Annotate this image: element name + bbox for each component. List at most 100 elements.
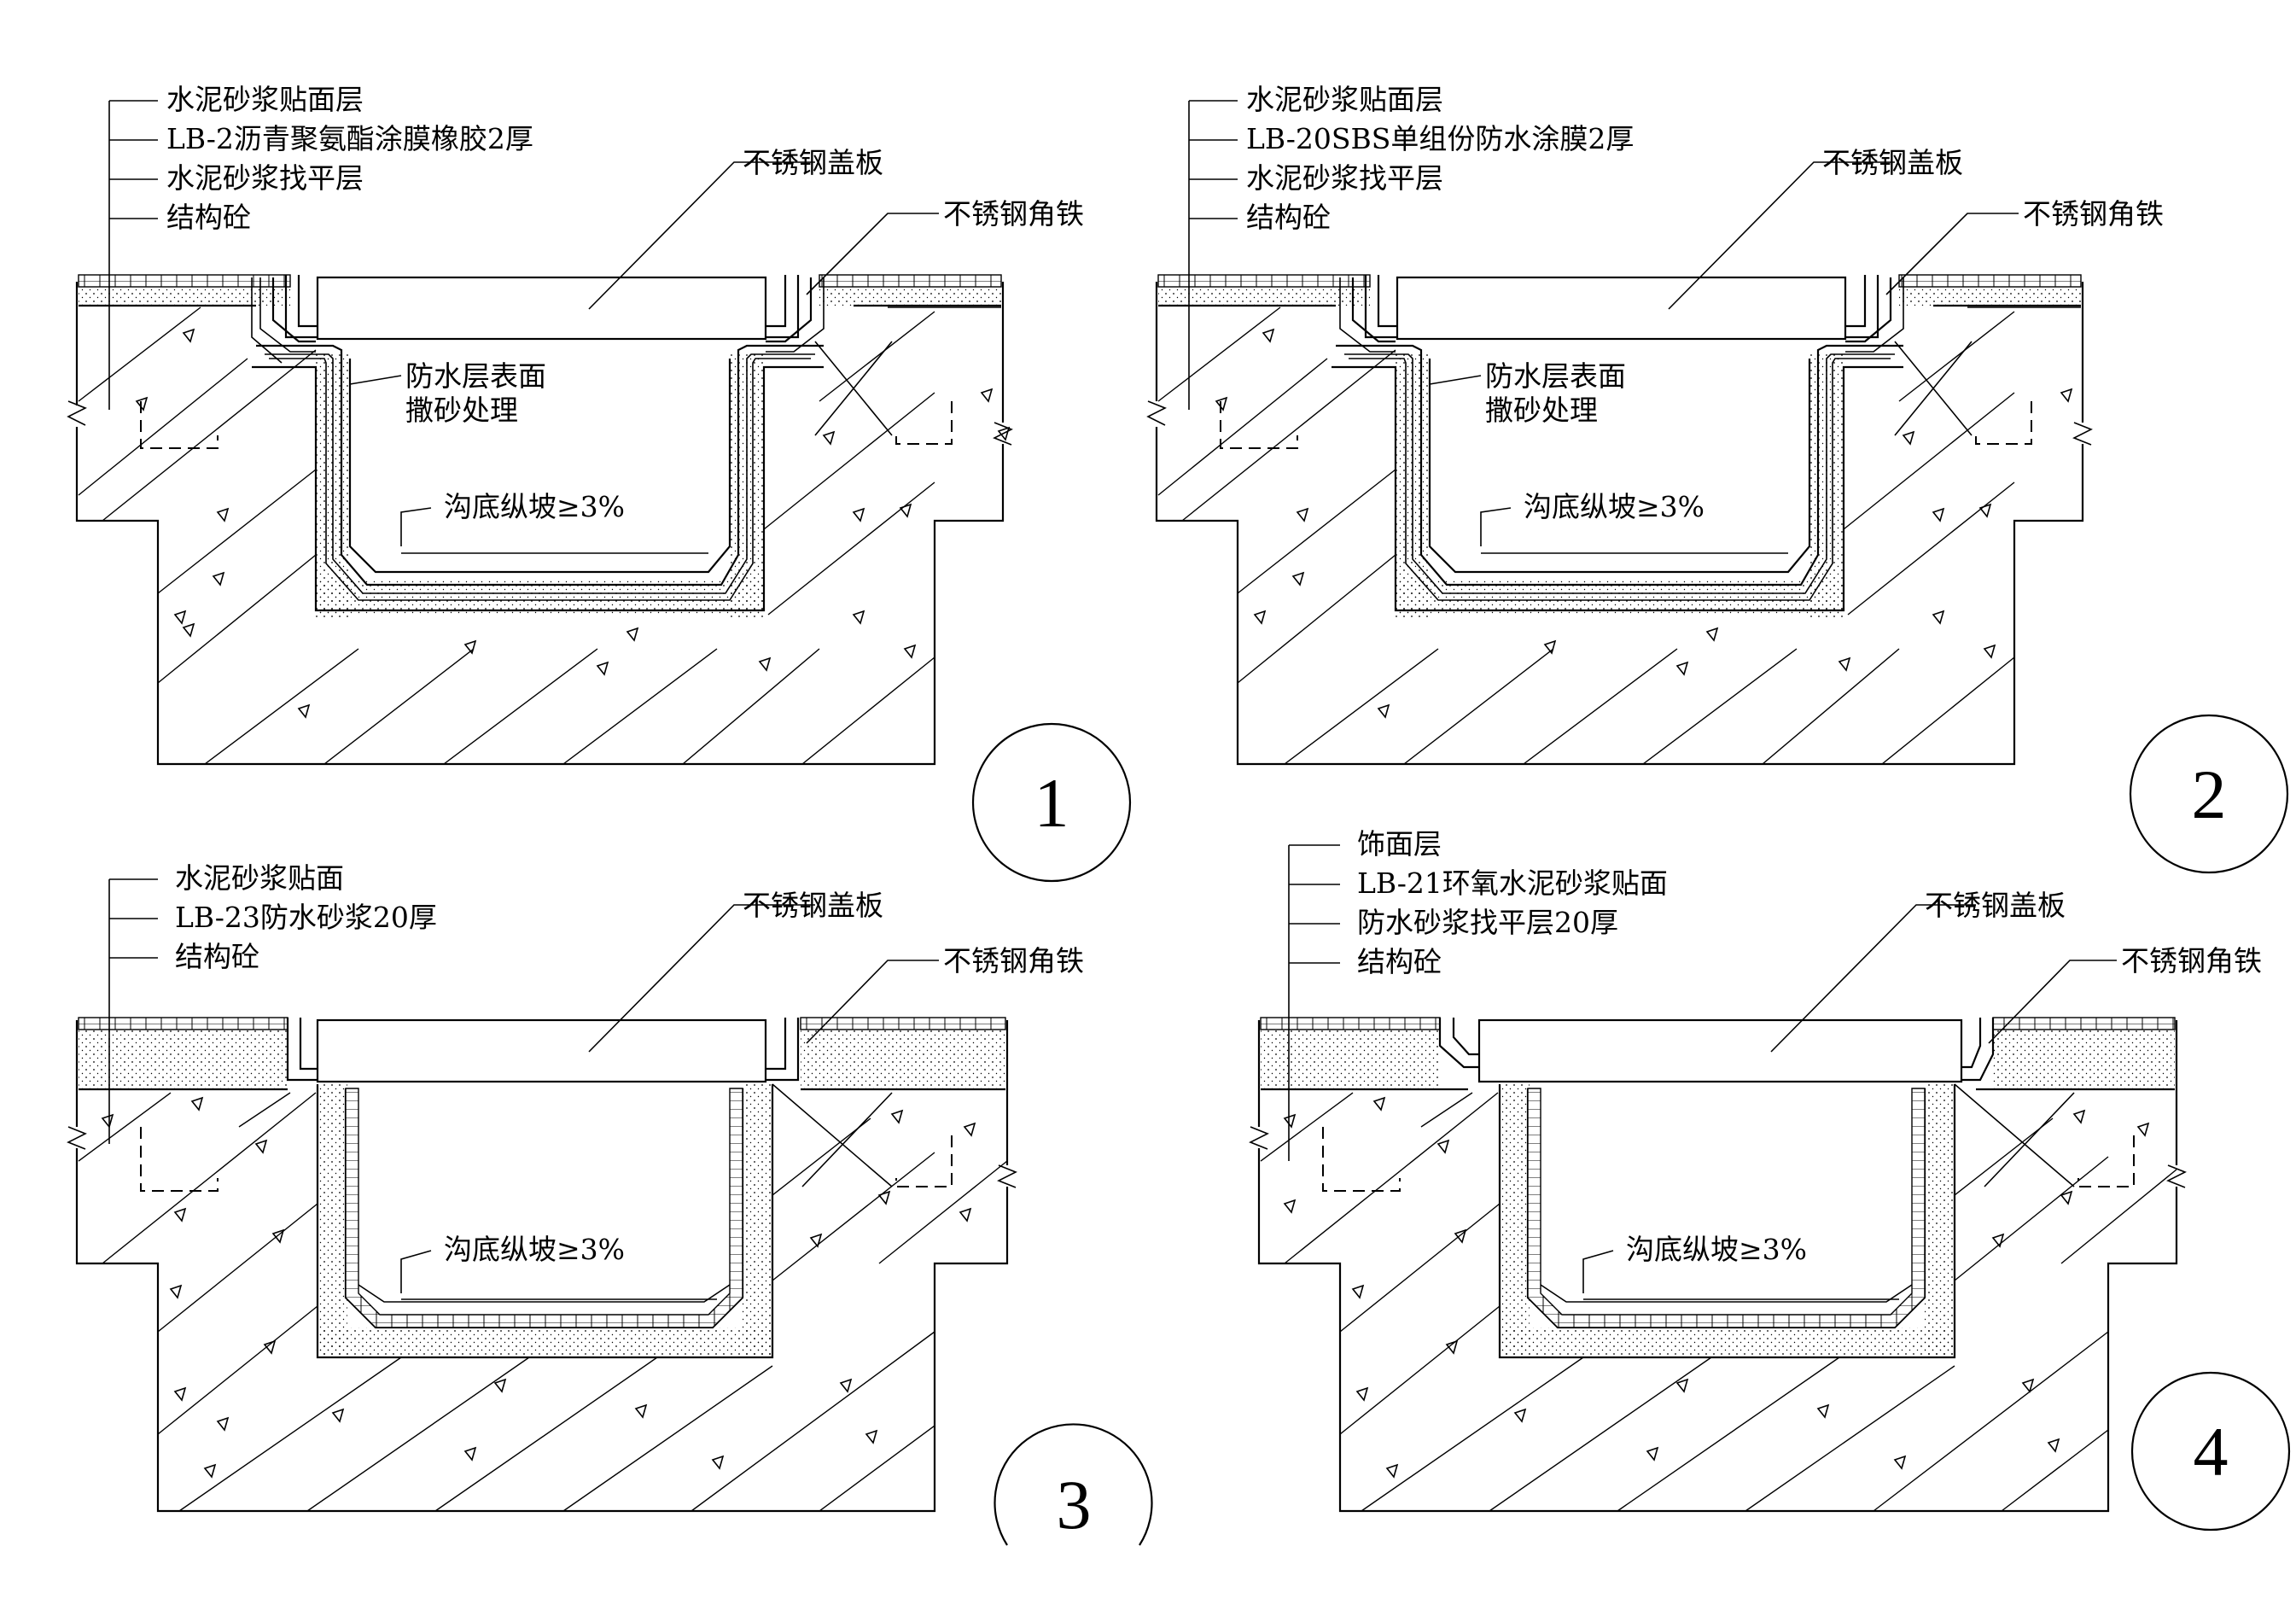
slope-label: 沟底纵坡≥3% (444, 1233, 625, 1266)
tile-layer-right (1992, 1017, 2176, 1030)
structure-outline (75, 1020, 1009, 1513)
angle-label: 不锈钢角铁 (2121, 944, 2262, 977)
break-mark (67, 1126, 87, 1150)
anchor-left (140, 401, 219, 449)
stainless-cover-plate (316, 1018, 767, 1083)
anchor-left (1322, 1127, 1401, 1192)
angle-iron-right (766, 275, 800, 339)
detail-4: 饰面层 LB-21环氧水泥砂浆贴面 防水砂浆找平层20厚 结构砼 不锈钢盖板 不… (1249, 827, 2291, 1532)
detail-3: 水泥砂浆贴面 LB-23防水砂浆20厚 结构砼 不锈钢盖板 不锈钢角铁 沟底纵坡… (67, 861, 1153, 1546)
surface-note-1: 防水层表面 (1485, 359, 1626, 393)
cover-label: 不锈钢盖板 (743, 889, 883, 922)
angle-leader (806, 213, 939, 295)
layer-label-4: 结构砼 (166, 201, 251, 234)
screed-layer-left (79, 287, 290, 306)
mortar-fill (318, 1084, 347, 1357)
slope-leader (1480, 507, 1512, 546)
concrete-hatch (1260, 1092, 2177, 1512)
angle-label: 不锈钢角铁 (943, 197, 1084, 230)
detail-number-circle (2130, 1371, 2291, 1532)
angle-iron-left (286, 1018, 318, 1082)
break-mark (67, 400, 87, 426)
layer-label-2: LB-21环氧水泥砂浆贴面 (1357, 866, 1668, 900)
mortar-fill (1396, 581, 1844, 615)
slope-leader (400, 507, 432, 546)
angle-iron-right (1961, 1018, 1995, 1082)
tile-layer-left (78, 274, 291, 288)
waterproof-layer-inner (1428, 359, 1811, 574)
waterproof-layer-outer (256, 344, 824, 586)
layer-label-3: 结构砼 (175, 940, 259, 973)
mortar-fill (316, 581, 764, 615)
stainless-cover-plate (1477, 1018, 1963, 1083)
layer-label-4: 结构砼 (1246, 201, 1331, 234)
section-drawing (1249, 1017, 2187, 1513)
mortar-fill (1925, 1084, 1955, 1357)
mortar-fill (318, 1327, 772, 1357)
aggregate-marks (135, 328, 1011, 719)
detail-2: 水泥砂浆贴面层 LB-20SBS单组份防水涂膜2厚 水泥砂浆找平层 结构砼 不锈… (1146, 83, 2289, 874)
stainless-cover-plate (316, 276, 767, 341)
cover-leader (1668, 161, 1895, 310)
slope-leader (400, 1250, 432, 1293)
section-drawing (67, 1017, 1017, 1513)
structure-outline (1155, 282, 2084, 766)
break-mark (1146, 400, 1167, 426)
layer-leader (108, 878, 158, 1144)
note-leader (349, 375, 402, 385)
angle-iron-right (1845, 275, 1879, 339)
cover-label: 不锈钢盖板 (1822, 146, 1963, 179)
angle-iron-left (1364, 275, 1397, 339)
layer-label-1: 饰面层 (1357, 827, 1442, 861)
anchor-left (140, 1127, 219, 1192)
angle-label: 不锈钢角铁 (943, 944, 1084, 977)
mortar-layer-left (1261, 1030, 1440, 1089)
tile-layer-right (1898, 274, 2082, 288)
note-leader (1429, 375, 1482, 385)
tile-layer-left (1157, 274, 1371, 288)
anchor-bar (1954, 1083, 2075, 1187)
break-mark (993, 422, 1013, 446)
detail-1: 水泥砂浆贴面层 LB-2沥青聚氨酯涂膜橡胶2厚 水泥砂浆找平层 结构砼 不锈钢盖… (67, 83, 1132, 883)
concrete-hatch (1157, 306, 2081, 765)
screed-layer-right (1899, 287, 2081, 306)
stainless-cover-plate (1396, 276, 1847, 341)
break-mark (1249, 1126, 1269, 1150)
section-drawing (1146, 274, 2093, 766)
detail-number: 2 (2192, 756, 2227, 833)
detail-number: 1 (1034, 764, 1069, 842)
layer-label-2: LB-2沥青聚氨酯涂膜橡胶2厚 (166, 122, 533, 155)
slope-label: 沟底纵坡≥3% (1524, 490, 1705, 523)
angle-leader (806, 960, 939, 1044)
slope-label: 沟底纵坡≥3% (1626, 1233, 1807, 1266)
surface-note-2: 撒砂处理 (1485, 394, 1598, 427)
cover-leader (1770, 904, 1976, 1053)
tile-layer-right (819, 274, 1002, 288)
aggregate-marks (1215, 328, 2073, 719)
layer-leader (1188, 100, 1238, 410)
mortar-layer-right (801, 1030, 1005, 1089)
tile-layer-right (800, 1017, 1006, 1030)
angle-leader (1885, 213, 2019, 295)
angle-iron-right (766, 1018, 800, 1082)
anchor-left (1220, 401, 1298, 449)
structure-outline (1257, 1020, 2178, 1513)
slope-label: 沟底纵坡≥3% (444, 490, 625, 523)
tile-layer-left (1260, 1017, 1441, 1030)
surface-note-2: 撒砂处理 (405, 394, 518, 427)
aggregate-marks (1283, 1096, 2150, 1479)
aggregate-marks (101, 1096, 976, 1479)
layer-label-2: LB-23防水砂浆20厚 (175, 901, 437, 934)
surface-note-1: 防水层表面 (405, 359, 546, 393)
break-mark (2072, 422, 2093, 446)
layer-label-1: 水泥砂浆贴面 (175, 861, 344, 895)
mortar-layer-left (79, 1030, 288, 1089)
anchor-bar (772, 1083, 893, 1187)
layer-label-4: 结构砼 (1357, 945, 1442, 978)
anchor-right (1975, 401, 2032, 445)
layer-label-1: 水泥砂浆贴面层 (1246, 83, 1443, 116)
cover-label: 不锈钢盖板 (743, 146, 883, 179)
cover-label: 不锈钢盖板 (1925, 889, 2066, 922)
detail-number: 3 (1057, 1466, 1092, 1543)
